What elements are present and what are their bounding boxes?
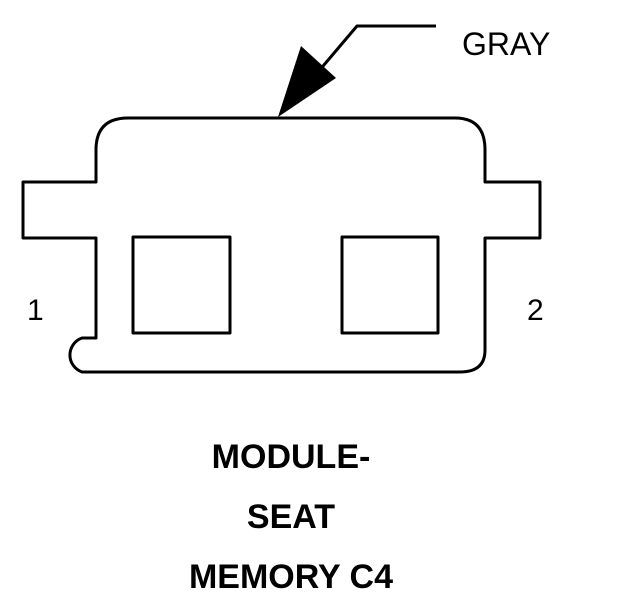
leader-arrow-head [278, 46, 336, 117]
cavity-pin-1 [131, 235, 232, 335]
pin-2-label: 2 [527, 294, 544, 327]
caption-line-1: MODULE- [211, 438, 371, 476]
caption-line-2: SEAT [246, 498, 336, 536]
cavity-pin-2 [340, 235, 440, 335]
pin-1-label: 1 [27, 294, 44, 327]
caption-line-3: MEMORY C4 [188, 558, 394, 596]
wire-color-label: GRAY [462, 26, 551, 62]
leader-line [316, 24, 436, 73]
connector-body-outline [21, 116, 542, 374]
